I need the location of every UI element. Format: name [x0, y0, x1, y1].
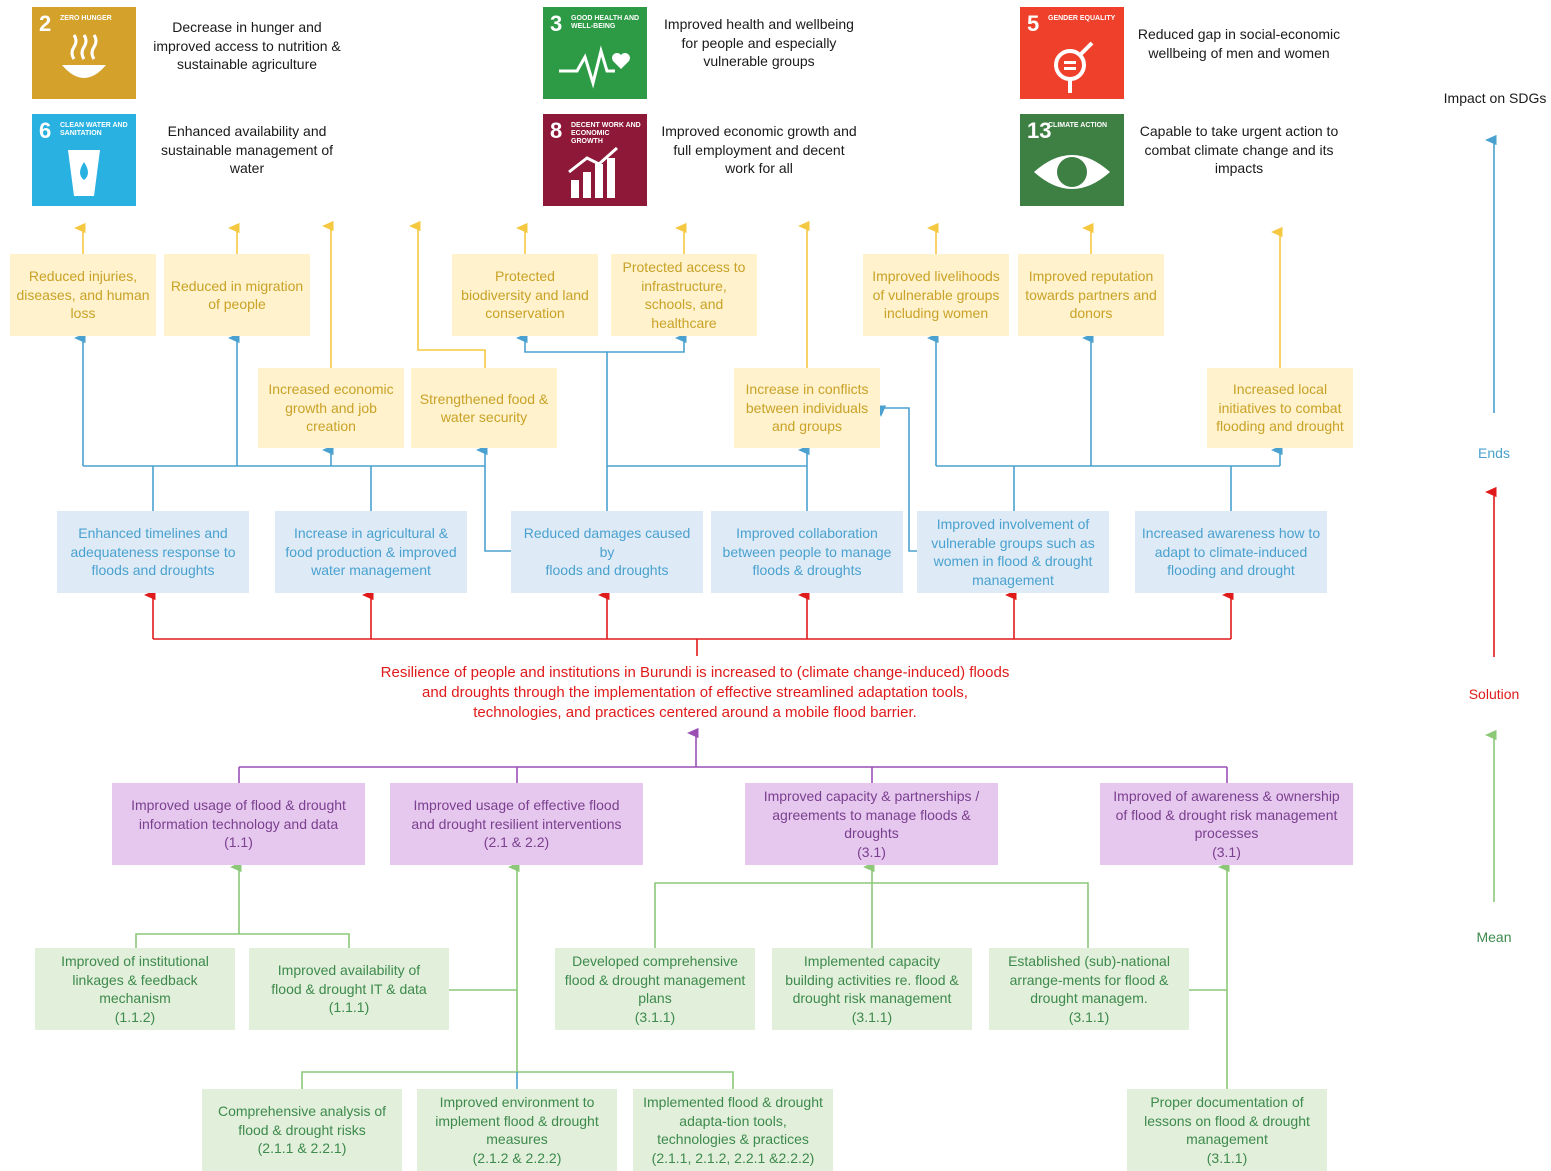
solution-to-results-arrows — [144, 589, 1234, 656]
result-vulnerable-involvement: Improved involvement of vulnerable group… — [917, 511, 1109, 593]
outputs-to-outcomes-arrows — [135, 861, 1230, 1089]
gender-symbol-icon — [1054, 41, 1094, 93]
outcome-resilient-interventions: Improved usage of effective flood and dr… — [390, 783, 643, 865]
end-reduced-migration: Reduced in migration of people — [164, 254, 310, 336]
impact-label: Impact on SDGs — [1443, 90, 1547, 106]
result-agricultural-production: Increase in agricultural & food producti… — [275, 511, 467, 593]
results-to-ends-arrows — [74, 332, 1283, 552]
end-food-water-security: Strengthened food & water security — [411, 368, 557, 448]
solution-label: Solution — [1468, 686, 1520, 702]
growth-chart-icon — [568, 146, 618, 198]
sdg-8-text: Improved economic growth and full employ… — [661, 123, 857, 176]
output-risk-analysis: Comprehensive analysis of flood & drough… — [202, 1089, 402, 1171]
result-reduced-damages: Reduced damages caused by floods and dro… — [511, 511, 703, 593]
end-reputation: Improved reputation towards partners and… — [1018, 254, 1164, 336]
output-adaptation-tools: Implemented flood & drought adapta-tion … — [633, 1089, 833, 1171]
output-implementation-environment: Improved environment to implement flood … — [417, 1089, 617, 1171]
outcome-capacity-partnerships: Improved capacity & partnerships / agree… — [745, 783, 998, 865]
sdg-5-text: Reduced gap in social-economic wellbeing… — [1137, 26, 1341, 61]
output-national-arrangements: Established (sub)-national arrange-ments… — [989, 948, 1189, 1030]
end-infrastructure-access: Protected access to infrastructure, scho… — [611, 254, 757, 336]
water-glass-icon — [68, 150, 100, 196]
output-capacity-building: Implemented capacity building activities… — [772, 948, 972, 1030]
sdg-13-text: Capable to take urgent action to combat … — [1139, 123, 1339, 176]
solution-statement: Resilience of people and institutions in… — [380, 664, 1010, 721]
outcome-information-technology: Improved usage of flood & drought inform… — [112, 783, 365, 865]
heartbeat-icon — [559, 45, 630, 89]
earth-eye-icon — [1034, 155, 1110, 189]
output-it-data: Improved availability of flood & drought… — [249, 948, 449, 1030]
outcomes-to-solution-arrows — [238, 727, 1228, 783]
output-management-plans: Developed comprehensive flood & drought … — [555, 948, 755, 1030]
sdg-6-text: Enhanced availability and sustainable ma… — [161, 123, 333, 176]
mean-label: Mean — [1476, 929, 1512, 945]
end-conflicts: Increase in conflicts between individual… — [734, 368, 880, 448]
end-economic-growth: Increased economic growth and job creati… — [258, 368, 404, 448]
ends-to-sdg-arrows — [74, 220, 1283, 368]
end-local-initiatives: Increased local initiatives to combat fl… — [1207, 368, 1353, 448]
ends-label: Ends — [1478, 445, 1510, 461]
result-collaboration: Improved collaboration between people to… — [711, 511, 903, 593]
end-biodiversity: Protected biodiversity and land conserva… — [452, 254, 598, 336]
end-reduced-injuries: Reduced injuries, diseases, and human lo… — [10, 254, 156, 336]
result-awareness: Increased awareness how to adapt to clim… — [1135, 511, 1327, 593]
output-institutional-linkages: Improved of institutional linkages & fee… — [35, 948, 235, 1030]
sdg-3-text: Improved health and wellbeing for people… — [664, 16, 854, 69]
output-documentation: Proper documentation of lessons on flood… — [1127, 1089, 1327, 1171]
result-response-timelines: Enhanced timelines and adequateness resp… — [57, 511, 249, 593]
outcome-awareness-ownership: Improved of awareness & ownership of flo… — [1100, 783, 1353, 865]
sdg-2-text: Decrease in hunger and improved access t… — [153, 19, 341, 72]
bowl-icon — [62, 34, 106, 78]
end-livelihoods: Improved livelihoods of vulnerable group… — [863, 254, 1009, 336]
